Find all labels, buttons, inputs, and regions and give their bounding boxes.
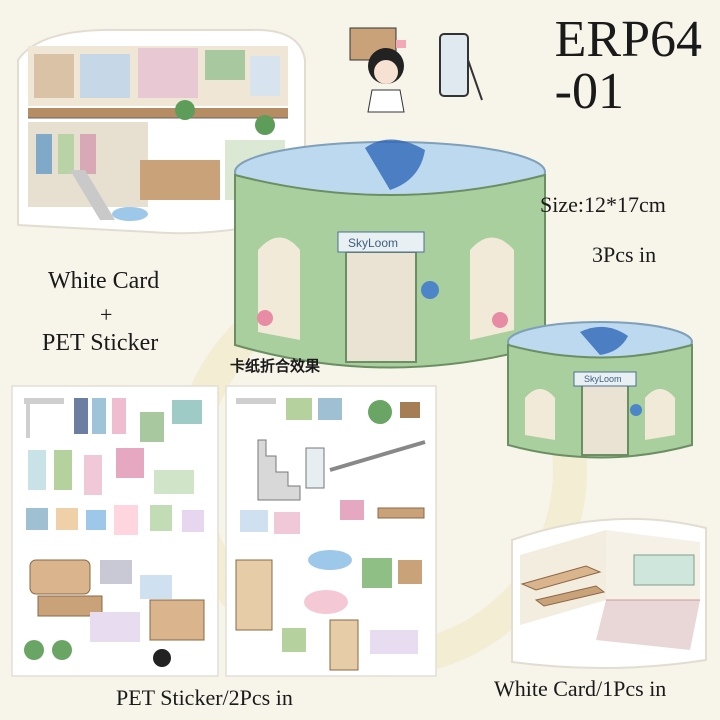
white-card-piece [511, 517, 707, 669]
doll-character [349, 27, 406, 113]
sticker-sheet-left [11, 385, 219, 677]
sticker-sheet-right [225, 385, 437, 677]
size-label: Size:12*17cm [540, 192, 666, 217]
mirror-icon [439, 33, 483, 101]
product-code-line-1: ERP64 [554, 11, 702, 68]
product-code-line-2: -01 [554, 63, 624, 120]
product-code: ERP64 -01 [555, 14, 702, 118]
round-shop-small [507, 321, 693, 459]
shop-sign-small: SkyLoom [584, 374, 622, 384]
pieces-label: 3Pcs in [592, 242, 657, 267]
sticker-count-caption: PET Sticker/2Pcs in [116, 685, 293, 710]
shop-sign-large: SkyLoom [348, 236, 399, 250]
round-shop-large [234, 139, 546, 369]
card-count-caption: White Card/1Pcs in [494, 676, 667, 701]
material-pet-sticker: PET Sticker [42, 330, 159, 356]
fold-effect-caption: 卡纸折合效果 [230, 357, 321, 375]
material-plus: + [100, 302, 113, 327]
material-white-card: White Card [48, 268, 160, 294]
